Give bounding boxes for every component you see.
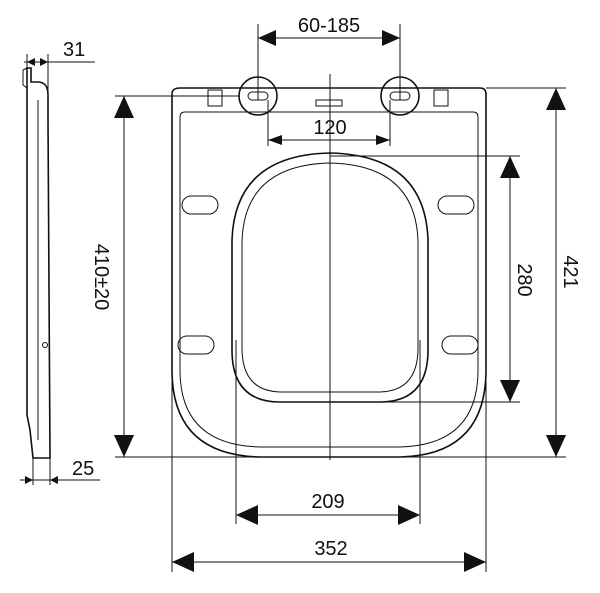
- bumper-bottom-right: [441, 335, 479, 355]
- dim-opening-length-label: 280: [513, 263, 535, 296]
- side-view: 31 25: [20, 39, 100, 485]
- dim-total-width-arrow-left: [172, 552, 194, 572]
- side-view-profile: [26, 67, 51, 459]
- dim-opening-length-arrow-bottom: [500, 380, 520, 402]
- dim-25-arrow-left: [25, 476, 33, 484]
- hinge-right-tab: [433, 89, 449, 107]
- hinge-left-tab: [207, 89, 223, 107]
- dim-seat-length-arrow-bottom: [114, 435, 134, 457]
- dim-opening-width-arrow-right: [398, 505, 420, 525]
- dim-opening-width-arrow-left: [236, 505, 258, 525]
- dim-hinge-spacing-label: 60-185: [298, 15, 360, 37]
- center-clip: [315, 99, 343, 107]
- dim-total-width-label: 352: [314, 538, 347, 560]
- bumper-top-right: [437, 195, 475, 215]
- dim-31-arrow-left: [27, 58, 35, 66]
- dim-hinge-inner-arrow-left: [268, 135, 282, 145]
- dim-total-length-label: 421: [559, 255, 581, 288]
- side-view-hinge: [22, 67, 28, 89]
- dim-31-label: 31: [63, 39, 85, 61]
- bumper-top-left: [181, 195, 219, 215]
- dimensions: 60-185 120 410±20 280 421: [90, 15, 581, 572]
- dim-25-arrow-right: [50, 476, 58, 484]
- dim-hinge-spacing-arrow-left: [258, 30, 276, 46]
- dim-opening-length-arrow-top: [500, 156, 520, 178]
- dim-opening-width-label: 209: [311, 491, 344, 513]
- dim-hinge-spacing-arrow-right: [382, 30, 400, 46]
- bumper-bottom-left: [177, 335, 215, 355]
- side-view-bumper: [42, 342, 48, 348]
- seat-inner-outline: [179, 111, 479, 448]
- dim-hinge-inner-arrow-right: [376, 135, 390, 145]
- dim-hinge-inner-label: 120: [313, 117, 346, 139]
- dim-seat-length-arrow-top: [114, 96, 134, 118]
- dim-total-length-arrow-bottom: [546, 435, 566, 457]
- dim-seat-length-label: 410±20: [90, 244, 112, 311]
- dim-25-label: 25: [72, 458, 94, 480]
- dim-total-length-arrow-top: [546, 88, 566, 110]
- dim-31-arrow-right: [40, 58, 48, 66]
- dim-total-width-arrow-right: [464, 552, 486, 572]
